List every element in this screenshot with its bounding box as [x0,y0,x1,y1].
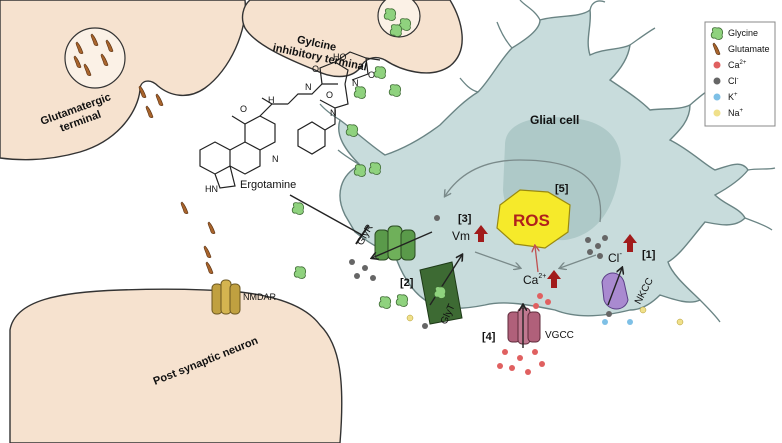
ergotamine-inhibition-line [289,194,363,236]
nmdar-receptor [211,279,241,315]
ergotamine-structure [199,51,381,189]
ca-to-ros-arrow [535,246,538,273]
legend-label: Cl- [728,76,739,86]
glycine-legend-icon [710,27,724,40]
ros-burst: ROS [496,189,571,249]
vgcc-channel [507,305,541,348]
vgcc-label: VGCC [545,330,574,341]
legend-label: Na+ [728,108,744,118]
glutamatergic-terminal [0,0,247,161]
chloride-ions [349,215,612,329]
svg-text:O: O [326,90,333,100]
nkcc-transporter [601,268,629,310]
glutamate-vesicle [64,27,126,89]
ergotamine-label: Ergotamine [240,179,296,191]
svg-text:O: O [368,70,375,80]
cl-label: Cl- [608,249,622,265]
glyr-receptor [372,225,433,261]
legend-label: Ca2+ [728,60,747,70]
potassium-ions [602,319,633,325]
dot-legend-icon [713,77,721,85]
legend-item-glycine: Glycine [710,27,758,40]
cl-up-arrow [623,234,637,252]
legend-item-glutamate: Glutamate [712,42,770,55]
nmdar-label: NMDAR [243,292,276,302]
legend-label: Glutamate [728,44,770,54]
legend-item-ca: Ca2+ [713,60,747,70]
label-5: [5] [555,183,569,195]
vm-label: Vm [452,229,470,243]
legend-label: K+ [728,92,738,102]
svg-text:HN: HN [205,184,218,194]
label-3: [3] [458,213,472,225]
legend-item-na: Na+ [713,108,744,118]
ergotamine-atoms: HN N H O N O HO N O N O [205,52,375,194]
legend-item-cl: Cl- [713,76,739,86]
sodium-ions [406,306,684,326]
dot-legend-icon [713,93,721,101]
svg-text:H: H [268,95,275,105]
label-1: [1] [642,249,656,261]
label-2: [2] [400,277,414,289]
vm-up-arrow [474,225,488,242]
dot-legend-icon [713,109,721,117]
svg-text:N: N [272,154,279,164]
label-4: [4] [482,331,496,343]
glyt-transporter [419,255,462,325]
vm-to-ca-arrow [474,251,520,268]
inhibition-bar [355,225,369,245]
dot-legend-icon [713,61,721,69]
legend-label: Glycine [728,28,758,38]
ros-label: ROS [513,211,550,230]
ca-up-arrow [547,270,561,288]
svg-text:N: N [352,78,359,88]
cl-to-ca-arrow [560,254,597,268]
svg-text:HO: HO [333,52,347,62]
svg-text:O: O [240,104,247,114]
svg-text:N: N [305,82,312,92]
svg-text:O: O [312,64,319,74]
calcium-ions [497,293,551,375]
feedback-arrow [445,159,602,223]
glial-cell-label: Glial cell [530,113,579,127]
legend-item-k: K+ [713,92,738,102]
ca-label: Ca2+ [523,273,546,287]
svg-text:N: N [330,108,337,118]
